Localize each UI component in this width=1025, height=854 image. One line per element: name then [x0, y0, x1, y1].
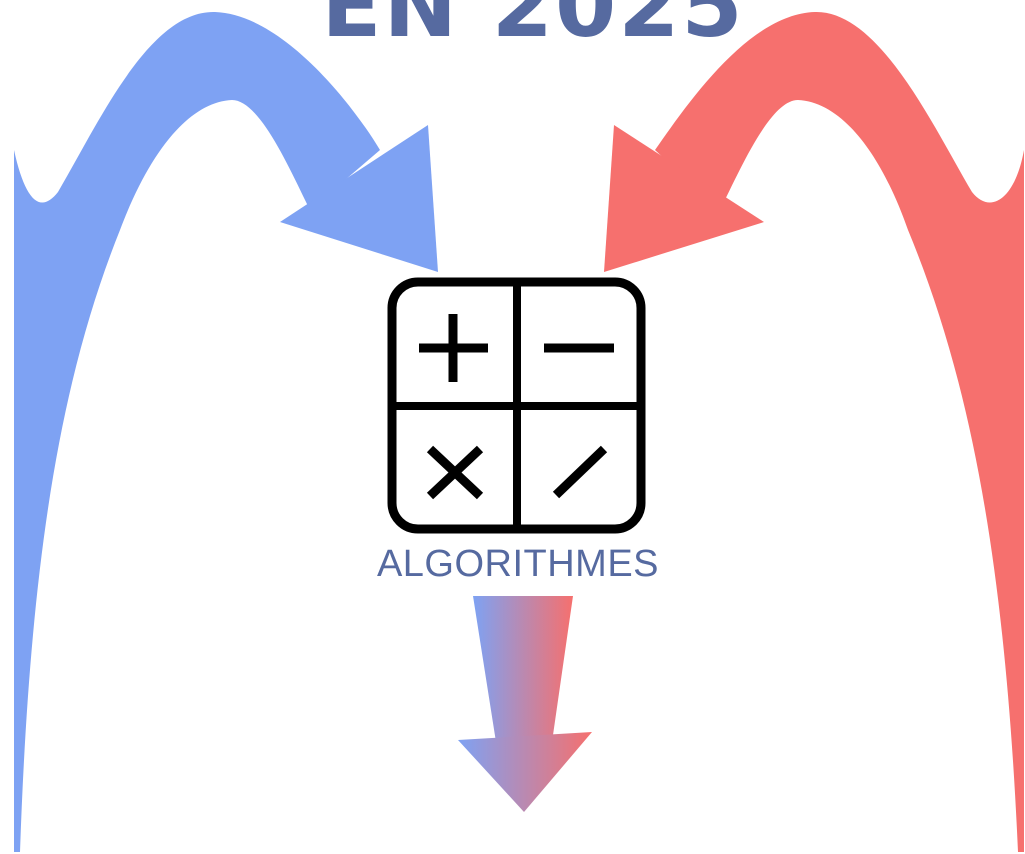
down-gradient-arrow: [458, 596, 592, 812]
calculator-operations-icon: [387, 277, 646, 534]
down-arrowhead: [458, 732, 592, 812]
multiply-icon: [426, 445, 484, 500]
left-blue-arrow: [14, 11, 438, 852]
down-arrow-shaft: [473, 596, 573, 742]
left-blue-arrow-shaft: [14, 11, 380, 852]
plus-icon: [419, 314, 488, 382]
divide-icon: [552, 445, 608, 499]
right-red-arrowhead: [604, 125, 764, 272]
right-red-arrow-shaft: [655, 11, 1024, 852]
algorithms-label: ALGORITHMES: [377, 543, 659, 585]
right-red-arrow: [604, 11, 1024, 852]
left-blue-arrowhead: [280, 125, 438, 272]
page-title: EN 2025: [321, 0, 744, 57]
